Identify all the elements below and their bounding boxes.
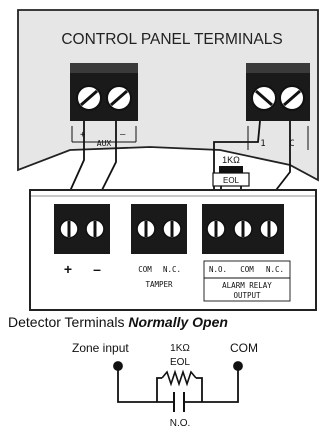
screw-icon xyxy=(76,85,102,111)
screw-icon xyxy=(251,85,277,111)
com-label: COM xyxy=(230,341,258,355)
relay-terminal-block xyxy=(246,63,310,150)
power-plus-label: + xyxy=(64,261,72,277)
tamper-com-label: COM xyxy=(138,265,152,274)
zone-input-label: Zone input xyxy=(72,341,129,355)
detector-power-terminal xyxy=(54,204,110,254)
screw-icon xyxy=(279,85,305,111)
power-minus-label: – xyxy=(93,261,101,277)
schematic xyxy=(113,361,243,412)
alarm-relay-label: ALARM RELAY xyxy=(222,281,272,290)
no-contact-label: N.O. xyxy=(170,418,191,429)
screw-icon xyxy=(106,85,132,111)
caption-prefix: Detector Terminals xyxy=(8,314,128,330)
aux-terminal-block xyxy=(70,63,138,143)
schematic-resistor xyxy=(161,369,197,387)
schematic-resistor-tag: EOL xyxy=(170,357,190,368)
screw-icon xyxy=(162,219,182,239)
tamper-label: TAMPER xyxy=(145,280,173,289)
relay-nc-label: N.C. xyxy=(266,265,284,274)
control-panel-title: CONTROL PANEL TERMINALS xyxy=(61,31,282,48)
screw-icon xyxy=(206,219,226,239)
screw-icon xyxy=(259,219,279,239)
eol-resistor-tag: EOL xyxy=(223,176,240,185)
relay-no-label: N.O. xyxy=(209,265,227,274)
screw-icon xyxy=(85,219,105,239)
aux-minus-label: – xyxy=(120,130,126,140)
eol-resistor xyxy=(212,166,250,187)
tamper-nc-label: N.C. xyxy=(163,265,181,274)
screw-icon xyxy=(233,219,253,239)
caption-emphasis: Normally Open xyxy=(128,314,228,330)
wire-aux-plus xyxy=(65,121,85,201)
screw-icon xyxy=(136,219,156,239)
aux-plus-label: + xyxy=(80,130,86,140)
wire-aux-minus xyxy=(96,121,117,201)
relay-com-label: COM xyxy=(240,265,254,274)
screw-icon xyxy=(59,219,79,239)
relay-terminal-c-label: C xyxy=(289,139,294,149)
eol-resistor-value: 1KΩ xyxy=(222,155,240,165)
relay-terminal-1-label: 1 xyxy=(260,139,265,149)
control-panel-board xyxy=(17,9,319,182)
schematic-resistor-value: 1KΩ xyxy=(170,343,190,354)
detector-caption: Detector Terminals Normally Open xyxy=(8,314,228,330)
aux-label: AUX xyxy=(97,139,112,148)
tamper-terminal xyxy=(131,204,187,254)
alarm-relay-output-label: OUTPUT xyxy=(233,291,261,300)
alarm-relay-terminal xyxy=(202,204,291,302)
